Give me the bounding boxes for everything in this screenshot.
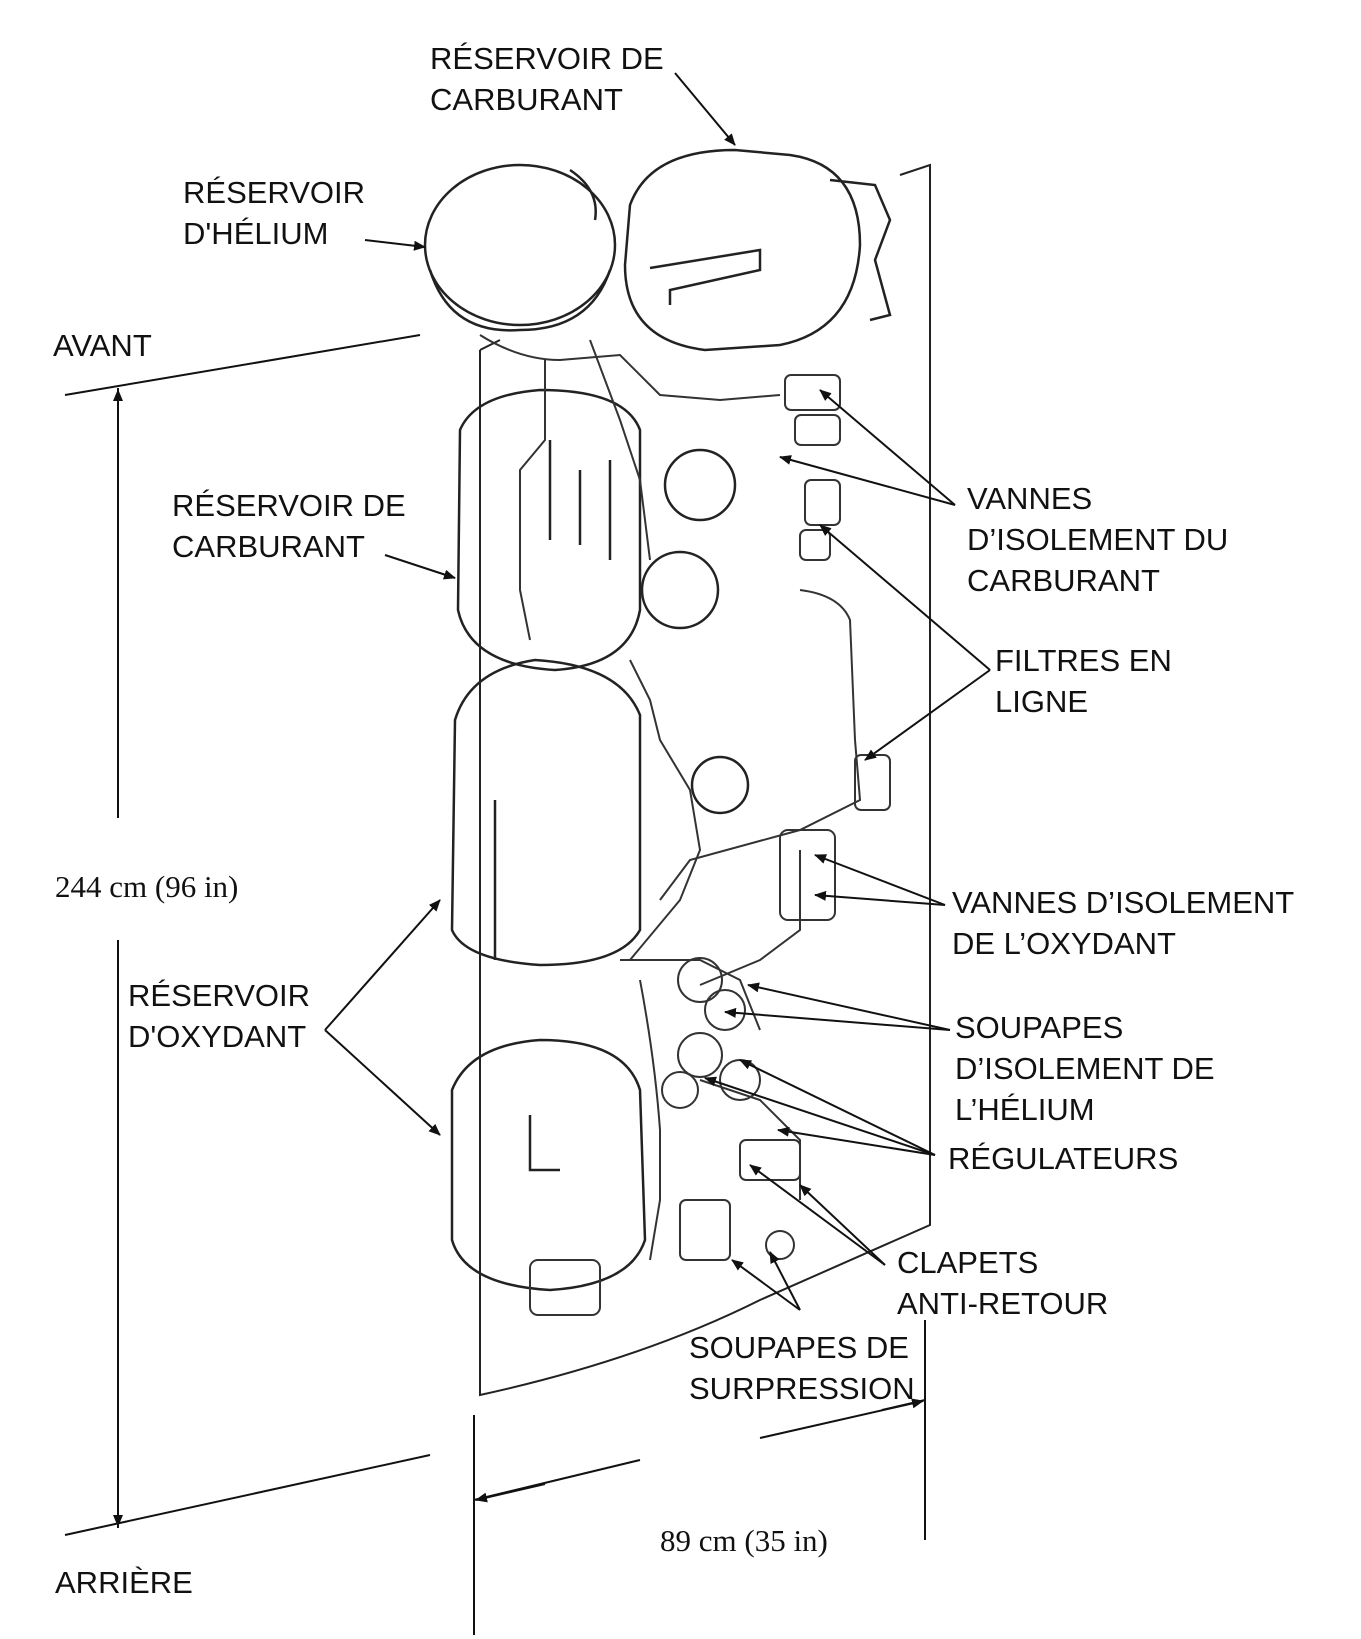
oxidizer-tank-upper-shape: [450, 658, 642, 967]
label-helium-tank: RÉSERVOIR D'HÉLIUM: [183, 175, 366, 251]
label-oxidizer-isolation-valves: VANNES D’ISOLEMENT DE L’OXYDANT: [952, 885, 1295, 961]
helium-tank-shape: [423, 163, 617, 332]
label-fuel-isolation-valves: VANNES D’ISOLEMENT DU CARBURANT: [967, 481, 1229, 598]
label-relief-valves: SOUPAPES DE SURPRESSION: [689, 1330, 915, 1406]
label-front: AVANT: [53, 328, 152, 363]
label-fuel-tank-side: RÉSERVOIR DE CARBURANT: [172, 488, 406, 564]
valve-clusters: [529, 374, 891, 1316]
dimension-lines: [64, 334, 926, 1635]
label-helium-isolation-valves: SOUPAPES D’ISOLEMENT DE L’HÉLIUM: [955, 1010, 1215, 1127]
label-check-valves: CLAPETS ANTI-RETOUR: [897, 1245, 1109, 1321]
label-height-dimension: 244 cm (96 in): [55, 869, 239, 904]
label-regulators: RÉGULATEURS: [948, 1141, 1179, 1176]
oxidizer-tank-lower-shape: [450, 1038, 647, 1292]
small-spheres: [640, 448, 750, 815]
label-inline-filters: FILTRES EN LIGNE: [995, 643, 1172, 719]
label-rear: ARRIÈRE: [55, 1565, 193, 1600]
tanks: [423, 148, 892, 1292]
leader-lines: [324, 72, 991, 1311]
mounting-panel: [479, 163, 931, 1397]
fuel-tank-top-shape: [623, 148, 892, 352]
label-fuel-tank-top: RÉSERVOIR DE CARBURANT: [430, 41, 664, 117]
fuel-tank-side-shape: [456, 388, 642, 672]
label-width-dimension: 89 cm (35 in): [660, 1523, 828, 1558]
label-oxidizer-tank: RÉSERVOIR D'OXYDANT: [128, 978, 311, 1054]
plumbing: [479, 334, 862, 1261]
